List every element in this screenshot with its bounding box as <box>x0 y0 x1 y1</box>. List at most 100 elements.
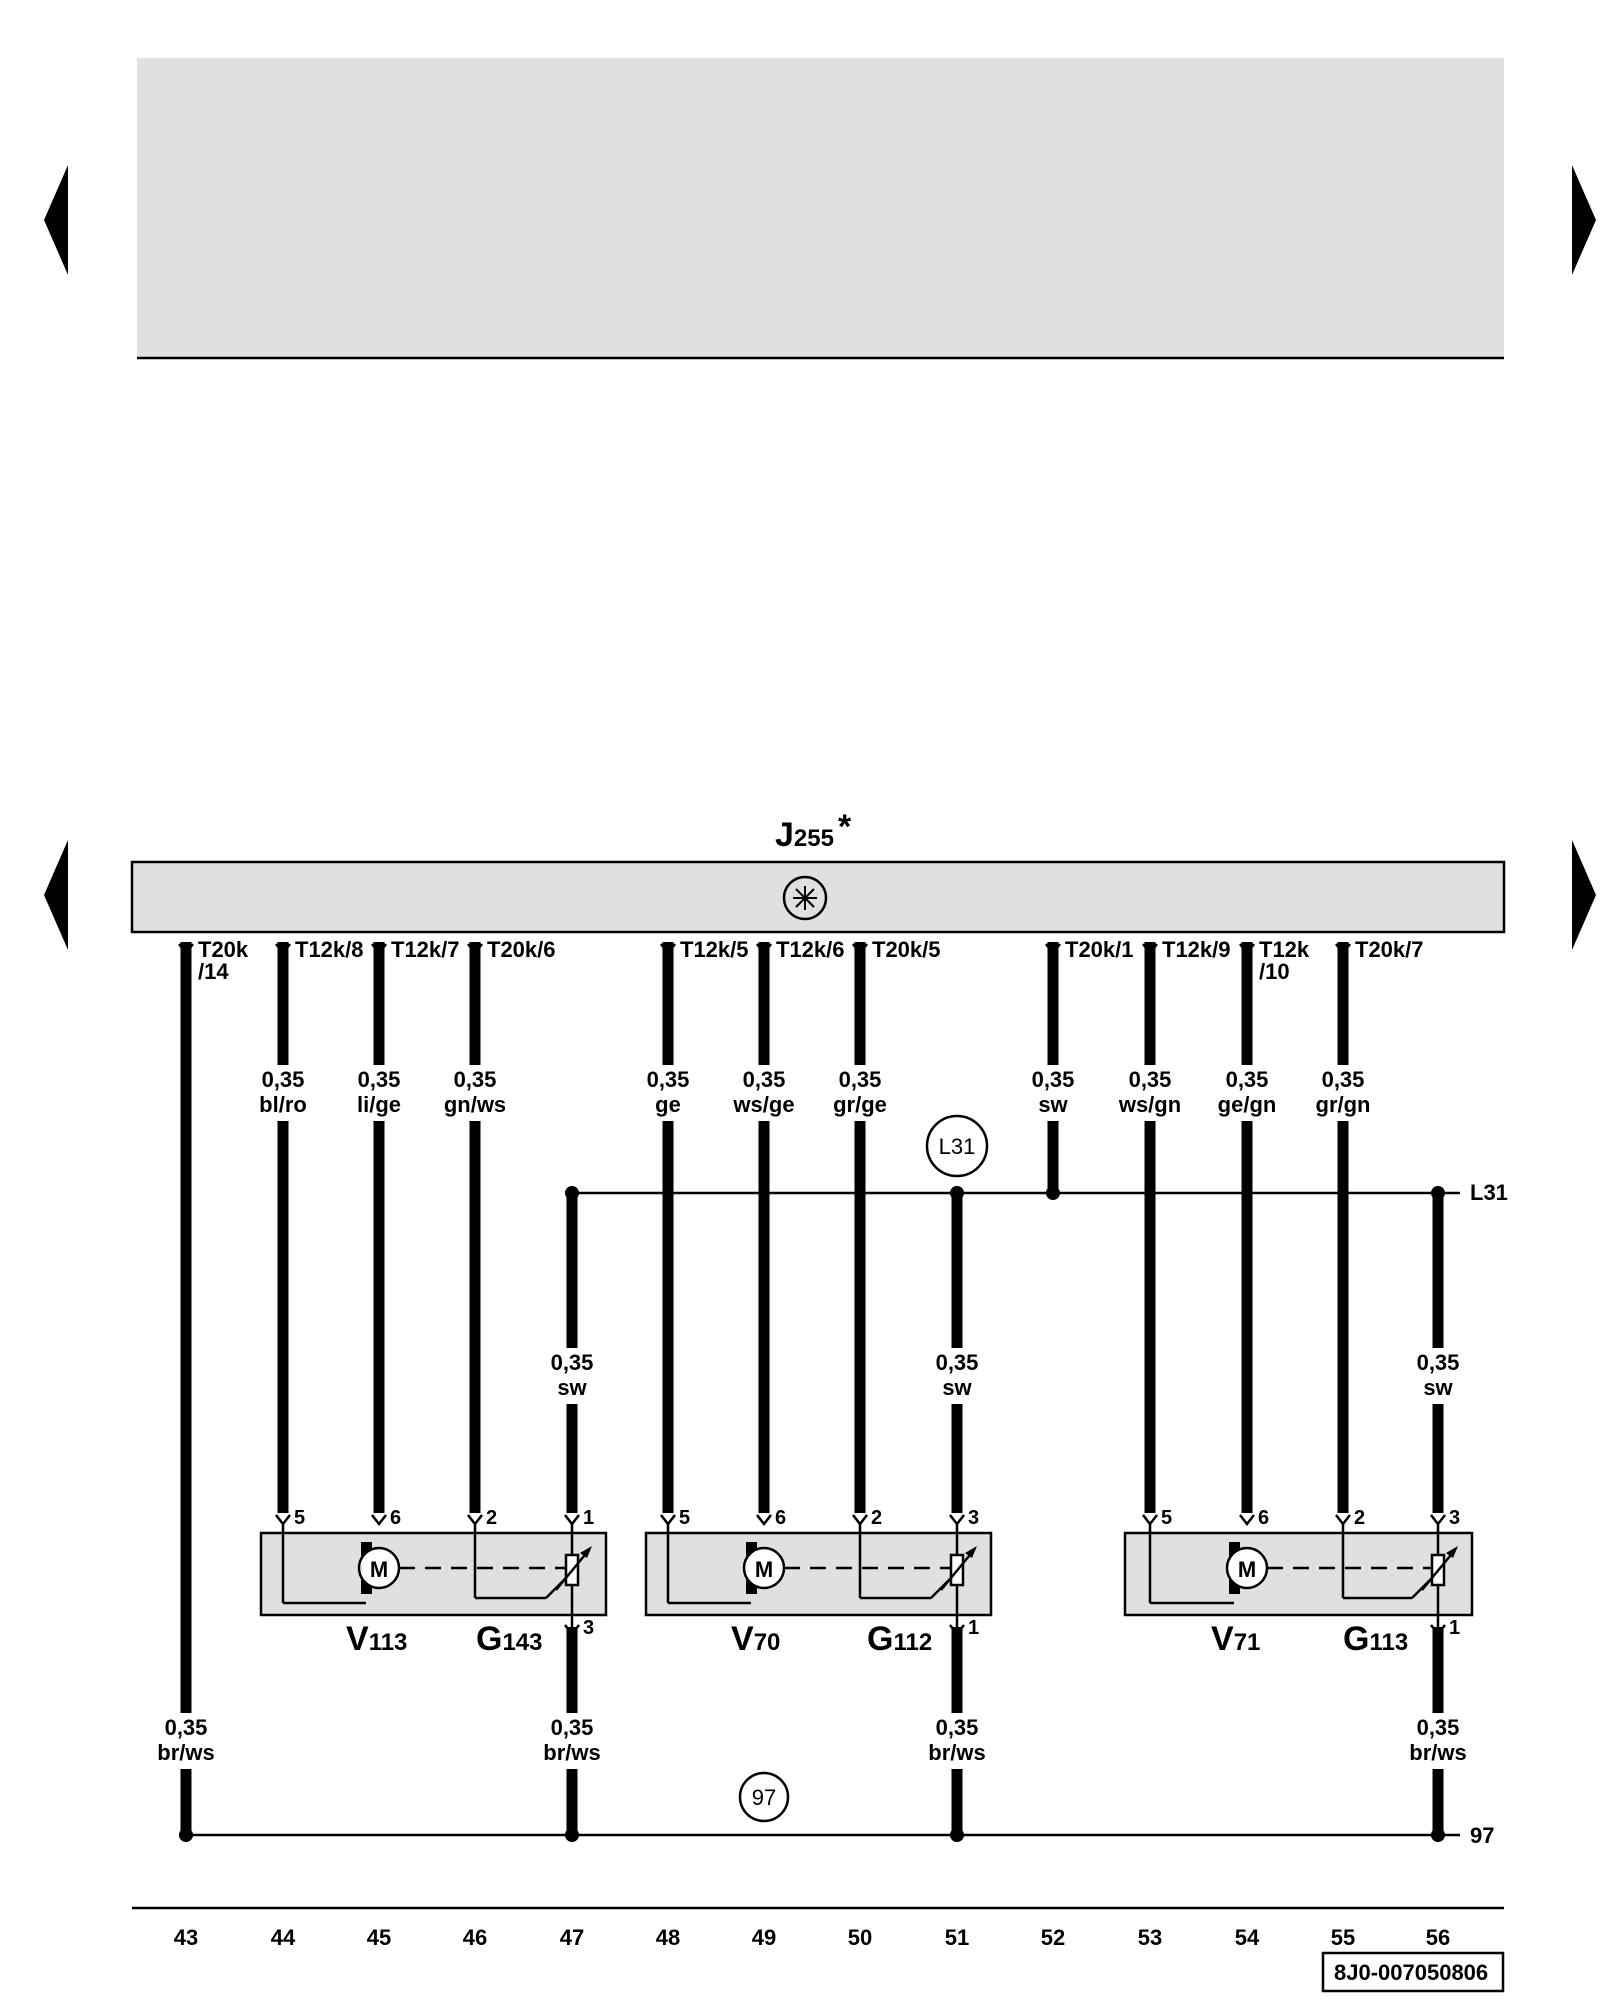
ground-97-bus: 97 97 <box>179 1771 1494 1848</box>
l31-circle-label: L31 <box>939 1134 976 1159</box>
j255-pin-arrows <box>178 943 1351 956</box>
column-number: 55 <box>1331 1925 1355 1950</box>
wire-size: 0,35 <box>936 1350 979 1375</box>
climatronic-symbol-icon <box>782 875 828 921</box>
connector-label: /10 <box>1259 959 1290 984</box>
wire-color: ge <box>655 1092 681 1117</box>
component-label-v113: V113 <box>346 1620 407 1658</box>
drawing-number: 8J0-007050806 <box>1334 1960 1488 1985</box>
component-label-g143: G143 <box>476 1620 543 1658</box>
pin-number: 5 <box>1161 1507 1172 1529</box>
column-numbers: 43 44 45 46 47 48 49 50 51 52 53 54 55 5… <box>174 1925 1450 1950</box>
motor-icon <box>357 1546 401 1590</box>
connector-label: T20k/6 <box>487 937 556 962</box>
control-unit-j255: J255 * <box>130 808 1506 934</box>
wire-size: 0,35 <box>743 1067 786 1092</box>
wire-color: bl/ro <box>259 1092 307 1117</box>
pin-number: 2 <box>871 1507 882 1529</box>
wire-size: 0,35 <box>165 1715 208 1740</box>
column-number: 52 <box>1041 1925 1065 1950</box>
wire-color: br/ws <box>928 1740 985 1765</box>
column-number: 56 <box>1426 1925 1450 1950</box>
wire-color: li/ge <box>357 1092 401 1117</box>
wire-color: gr/ge <box>833 1092 887 1117</box>
wire-color: ws/ge <box>732 1092 794 1117</box>
column-number: 48 <box>656 1925 680 1950</box>
pin-number: 6 <box>1258 1507 1269 1529</box>
motor-symbol: M <box>755 1557 773 1582</box>
column-number: 51 <box>945 1925 969 1950</box>
control-unit-label: J255 <box>775 816 834 854</box>
ground-end-label: 97 <box>1470 1823 1494 1848</box>
header-panel <box>137 58 1504 358</box>
connector-label: T20k/7 <box>1355 937 1424 962</box>
l31-bus: L31 L31 <box>565 1114 1508 1205</box>
wire-size: 0,35 <box>1032 1067 1075 1092</box>
pin-number: 5 <box>679 1507 690 1529</box>
wire-labels: 0,35 bl/ro 0,35 li/ge 0,35 gn/ws 0,35 ge… <box>157 1067 1466 1765</box>
l31-end-label: L31 <box>1470 1180 1508 1205</box>
ground-circle-icon <box>738 1771 790 1823</box>
actuator-v71-g113: M 5 6 2 3 1 V71 G113 <box>1123 1507 1474 1658</box>
pin-number: 3 <box>1449 1507 1460 1529</box>
wire-color: ge/gn <box>1218 1092 1277 1117</box>
wire-size: 0,35 <box>454 1067 497 1092</box>
wire-color: br/ws <box>543 1740 600 1765</box>
connector-label: /14 <box>198 959 229 984</box>
wire-size: 0,35 <box>1322 1067 1365 1092</box>
wire-color: ws/gn <box>1118 1092 1181 1117</box>
connector-label: T20k/1 <box>1065 937 1134 962</box>
pin-number: 1 <box>583 1507 594 1529</box>
wire-size: 0,35 <box>551 1350 594 1375</box>
motor-icon <box>1225 1546 1269 1590</box>
wire-size: 0,35 <box>936 1715 979 1740</box>
wire-size: 0,35 <box>1129 1067 1172 1092</box>
wire-color: sw <box>942 1375 972 1400</box>
motor-icon <box>742 1546 786 1590</box>
wire-color: br/ws <box>1409 1740 1466 1765</box>
component-label-g113: G113 <box>1343 1620 1408 1658</box>
connector-label: T20k/5 <box>872 937 941 962</box>
wire-color: sw <box>1038 1092 1068 1117</box>
pin-number: 1 <box>968 1617 979 1639</box>
column-number: 49 <box>752 1925 776 1950</box>
control-unit-star: * <box>838 808 852 846</box>
next-page-arrow-icon[interactable] <box>1572 840 1596 950</box>
component-label-g112: G112 <box>867 1620 932 1658</box>
wire-size: 0,35 <box>647 1067 690 1092</box>
wire-size: 0,35 <box>1417 1350 1460 1375</box>
wire-size: 0,35 <box>1417 1715 1460 1740</box>
prev-page-arrow-icon[interactable] <box>44 165 68 275</box>
actuator-v70-g112: M 5 6 2 3 1 V70 G112 <box>644 1507 993 1658</box>
pin-number: 2 <box>1354 1507 1365 1529</box>
wire-color: gn/ws <box>444 1092 506 1117</box>
l31-circle-icon <box>925 1114 989 1178</box>
wire-size: 0,35 <box>262 1067 305 1092</box>
column-number: 44 <box>271 1925 296 1950</box>
pin-number: 3 <box>968 1507 979 1529</box>
wire-size: 0,35 <box>839 1067 882 1092</box>
pin-number: 6 <box>390 1507 401 1529</box>
connector-label: T12k <box>1259 937 1310 962</box>
connector-label: T20k <box>198 937 249 962</box>
column-number: 45 <box>367 1925 391 1950</box>
wire-color: sw <box>557 1375 587 1400</box>
component-label-v70: V70 <box>731 1620 780 1658</box>
column-number: 50 <box>848 1925 872 1950</box>
component-label-v71: V71 <box>1211 1620 1260 1658</box>
motor-symbol: M <box>370 1557 388 1582</box>
column-number: 53 <box>1138 1925 1162 1950</box>
wire-label-backgrounds <box>152 1065 1473 1769</box>
connector-label: T12k/7 <box>391 937 460 962</box>
pin-number: 6 <box>775 1507 786 1529</box>
pin-number: 3 <box>583 1617 594 1639</box>
pin-number: 5 <box>294 1507 305 1529</box>
next-page-arrow-icon[interactable] <box>1572 165 1596 275</box>
wire-size: 0,35 <box>358 1067 401 1092</box>
connector-label: T12k/5 <box>680 937 749 962</box>
connector-label: T12k/9 <box>1162 937 1231 962</box>
pin-number: 1 <box>1449 1617 1460 1639</box>
prev-page-arrow-icon[interactable] <box>44 840 68 950</box>
column-number: 54 <box>1235 1925 1260 1950</box>
column-number: 47 <box>560 1925 584 1950</box>
